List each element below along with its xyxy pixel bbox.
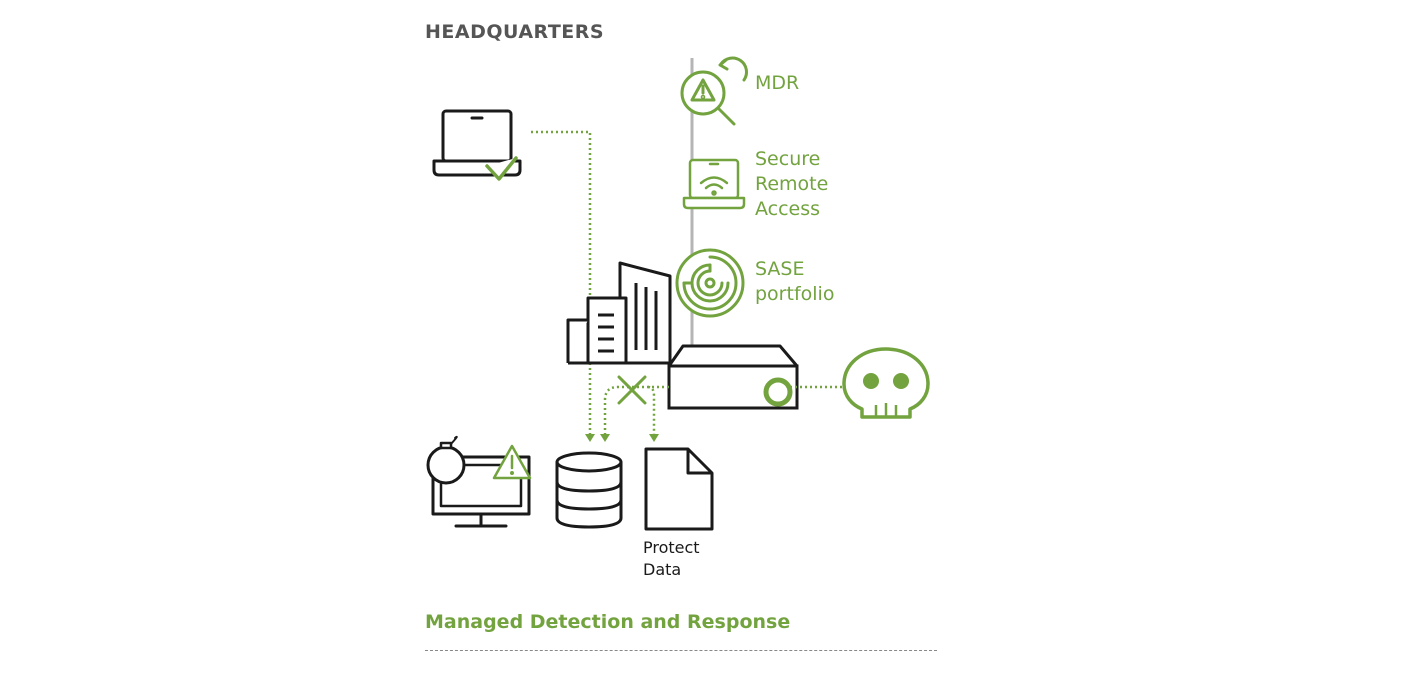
label-secure-remote-access: Secure Remote Access	[755, 147, 828, 222]
footer-divider	[425, 650, 937, 651]
skull-icon	[842, 347, 930, 419]
database-icon	[555, 451, 623, 529]
appliance-box-icon	[667, 344, 799, 410]
wifi-laptop-icon	[682, 158, 746, 210]
arrow-head	[600, 434, 610, 442]
label-sase-line: SASE	[755, 258, 805, 280]
label-sra-line: Access	[755, 198, 821, 220]
laptop-check-icon	[432, 109, 522, 181]
buildings-icon	[566, 261, 672, 365]
maze-icon	[675, 248, 745, 318]
arrow-head	[649, 434, 659, 442]
label-sra-line: Remote	[755, 173, 829, 195]
label-sase-portfolio: SASE portfolio	[755, 257, 834, 307]
connector-laptop-database	[531, 130, 592, 438]
label-protect-line: Data	[643, 560, 682, 579]
document-icon	[644, 447, 714, 531]
monitor-bomb-icon	[426, 435, 532, 528]
label-mdr-line: MDR	[755, 72, 800, 94]
label-sase-line: portfolio	[755, 283, 835, 305]
connector-appliance-file	[603, 385, 669, 438]
label-sra-line: Secure	[755, 148, 821, 170]
warning-magnifier-icon	[680, 56, 749, 126]
footer-title: Managed Detection and Response	[425, 611, 791, 633]
label-protect-data: Protect Data	[643, 537, 700, 581]
label-protect-line: Protect	[643, 538, 700, 557]
connector-file	[647, 385, 656, 438]
arrow-head	[585, 434, 595, 442]
blocked-x-icon	[617, 375, 647, 405]
diagram-title: HEADQUARTERS	[425, 21, 605, 43]
label-mdr: MDR	[755, 71, 799, 96]
